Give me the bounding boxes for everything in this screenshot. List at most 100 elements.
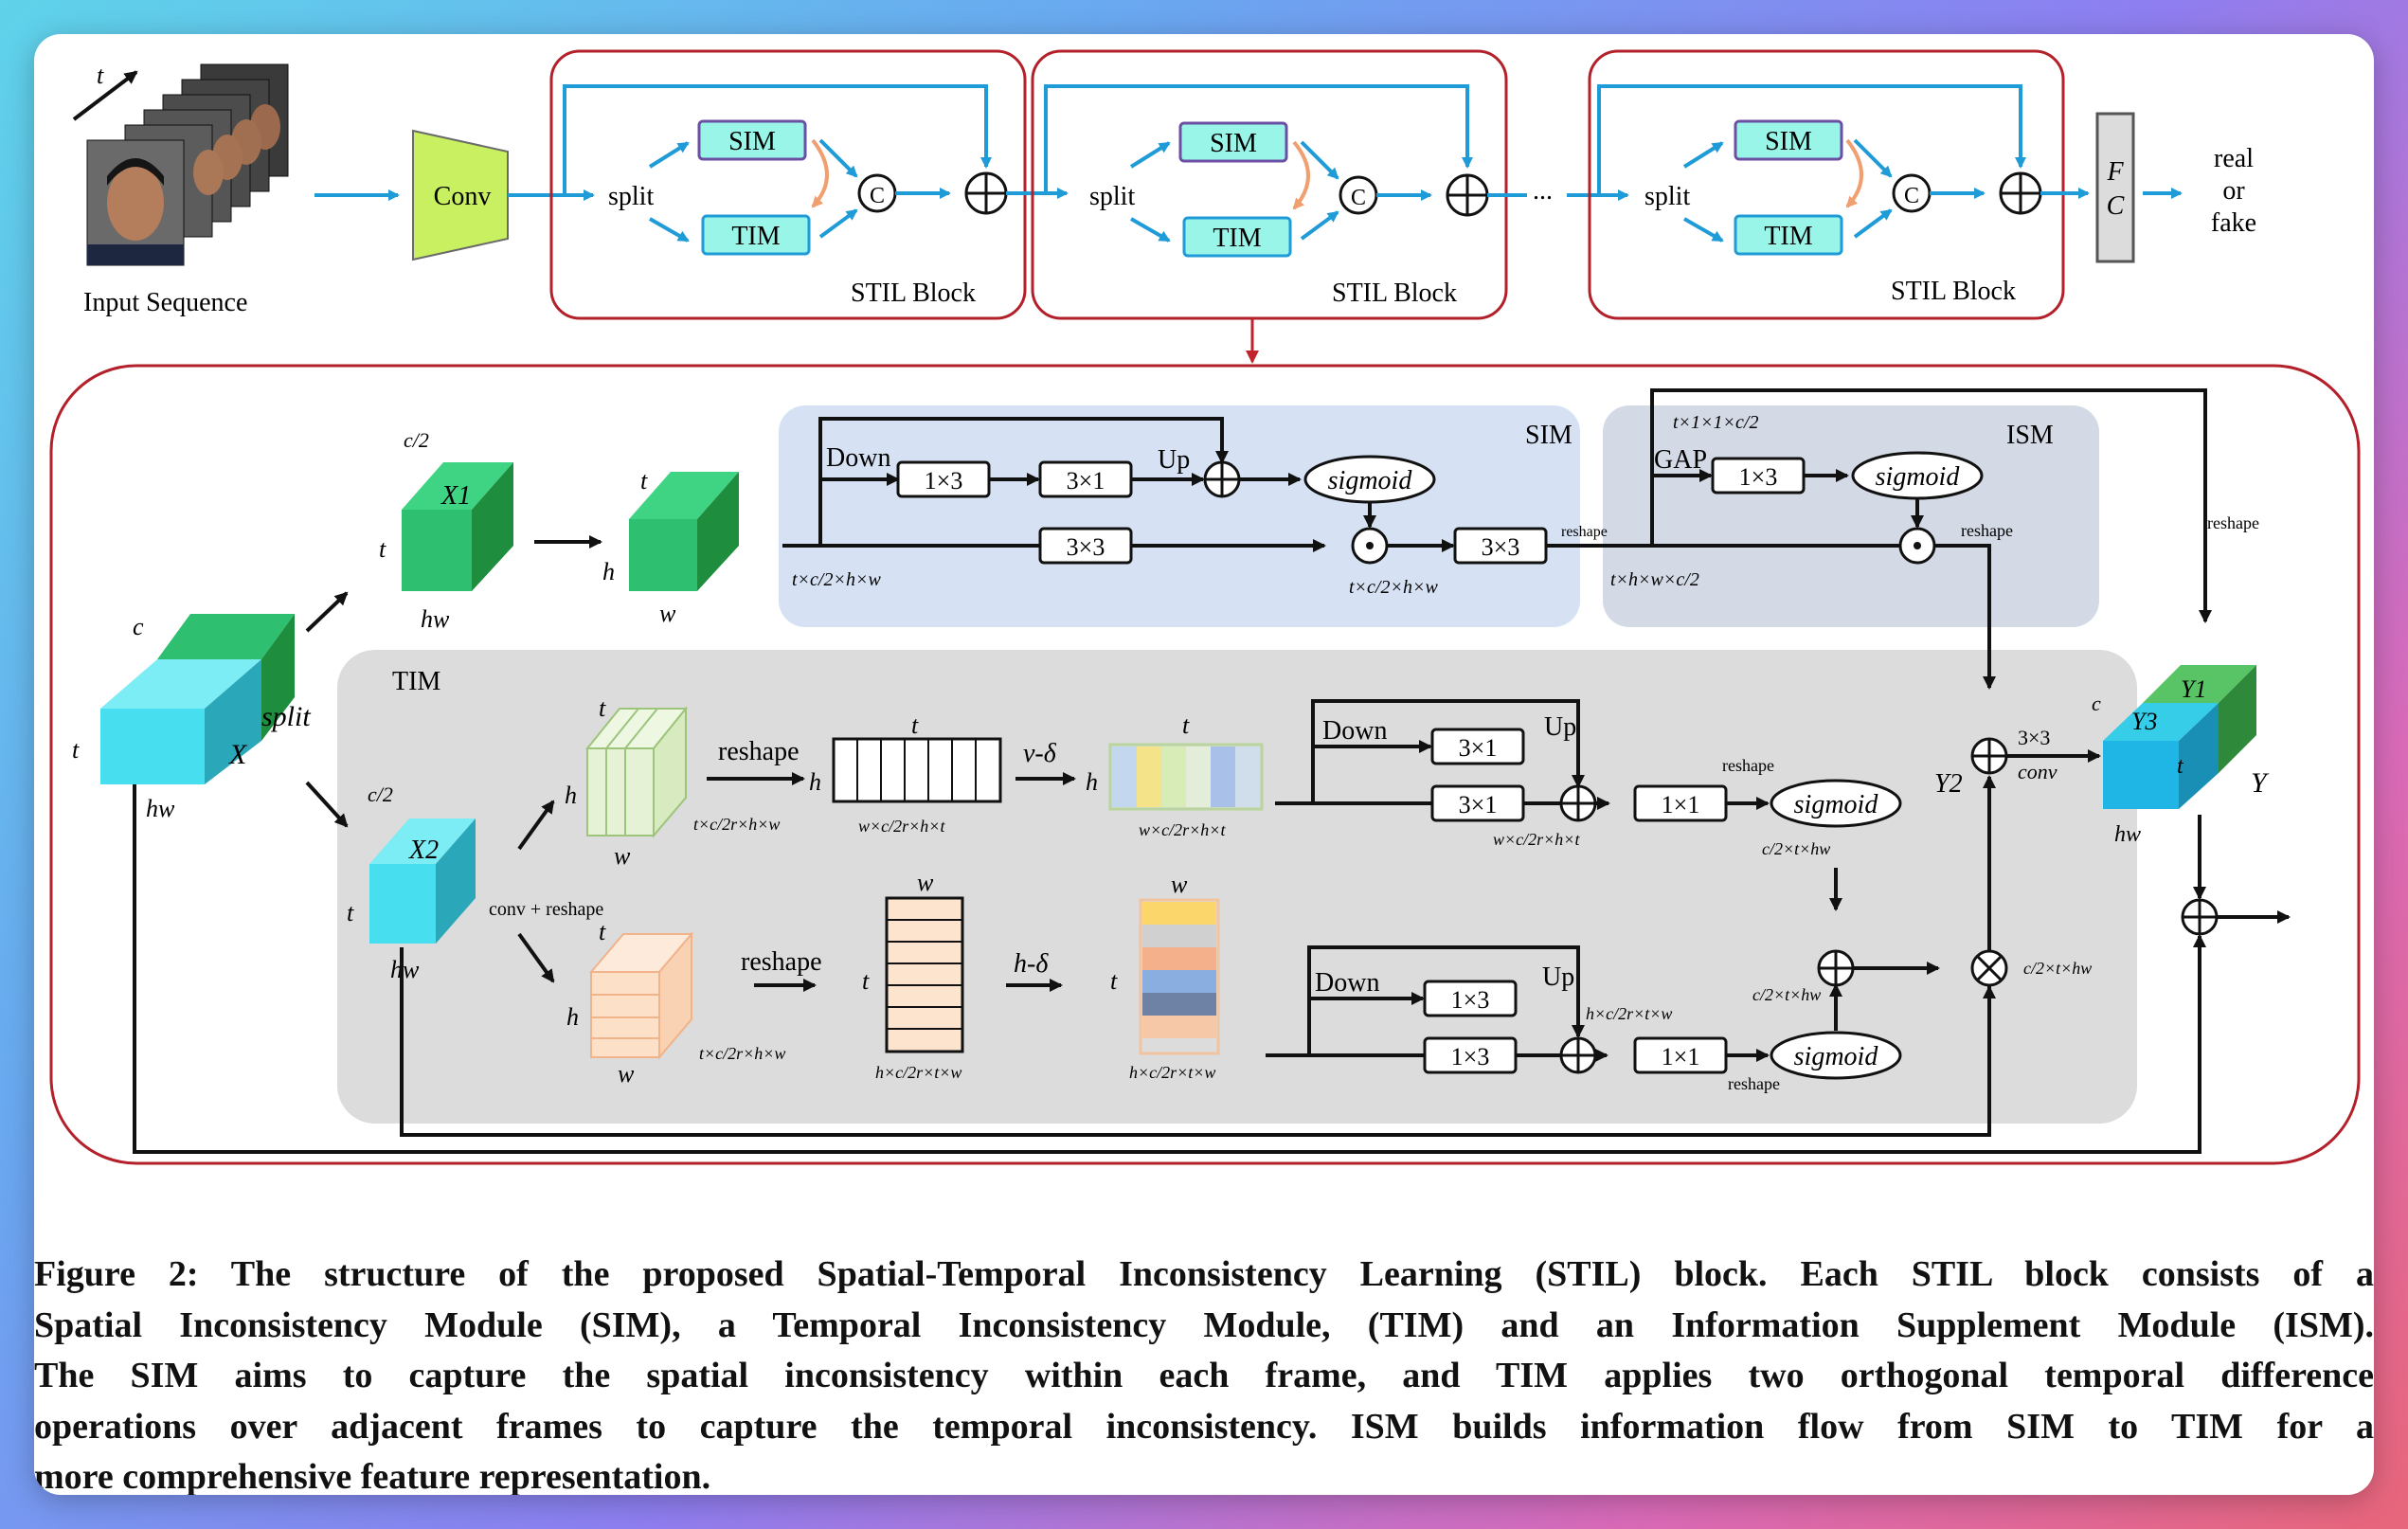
svg-text:t: t [1110,967,1118,995]
tim-panel [337,650,2137,1124]
svg-text:w: w [618,1060,635,1088]
svg-text:hw: hw [146,795,175,822]
stil-block-detail: SIM ISM TIM c t hw X split X1 c/2 t hw [49,364,2361,1165]
svg-text:w: w [659,600,676,627]
svg-text:3×3: 3×3 [1067,533,1105,561]
sim-internals: Down 1×3 3×1 Up sigmoid 3×3 3×3 t×c/2×h×… [782,417,1608,598]
conv-block [412,129,509,261]
stil-block-1: split SIM TIM C STIL Block [549,49,1027,320]
svg-text:h: h [566,1003,579,1031]
figure-card: t Input Sequence Conv split [34,34,2374,1495]
svg-text:t: t [911,711,919,739]
svg-text:TIM: TIM [1213,224,1261,253]
svg-text:t: t [599,918,606,945]
svg-text:sigmoid: sigmoid [1328,466,1413,495]
svg-text:c: c [2092,692,2101,715]
svg-text:C: C [1351,186,1366,210]
tim-horizontal-branch: t h w t×c/2r×h×w reshape t w h×c/2r×t×w … [566,869,1902,1093]
svg-text:1×3: 1×3 [925,467,963,495]
svg-text:reshape: reshape [2207,513,2259,532]
svg-text:1×3: 1×3 [1451,986,1490,1014]
svg-text:hw: hw [421,605,450,633]
svg-text:TIM: TIM [392,667,440,696]
svg-text:t: t [72,736,80,764]
svg-text:SIM: SIM [1210,129,1257,158]
svg-text:h×c/2r×t×w: h×c/2r×t×w [875,1063,961,1082]
svg-text:Up: Up [1158,445,1190,475]
svg-text:C: C [2107,191,2125,221]
caption-line-3: The SIM aims to capture the spatial inco… [34,1356,2374,1395]
svg-text:v-δ: v-δ [1023,739,1057,768]
svg-text:STIL Block: STIL Block [1332,279,1457,308]
svg-text:STIL Block: STIL Block [1891,277,2016,306]
conv-label: Conv [434,182,492,211]
output-fake: fake [2211,208,2256,238]
svg-text:Down: Down [1322,716,1387,746]
svg-text:reshape: reshape [1728,1074,1780,1093]
svg-text:SIM: SIM [1525,421,1572,450]
ellipsis: ... [1533,176,1553,206]
y2-label: Y2 [1934,769,1963,799]
input-sequence-label: Input Sequence [83,288,247,317]
svg-text:3×3: 3×3 [1482,533,1520,561]
svg-text:X1: X1 [440,481,471,511]
ism-internals: GAP t×1×1×c/2 1×3 sigmoid t×h×w×c/2 resh… [1601,388,2259,690]
svg-text:c/2×t×hw: c/2×t×hw [1762,839,1830,858]
caption-line-5: more comprehensive feature representatio… [34,1457,711,1495]
svg-text:split: split [608,182,654,211]
figure-caption: Figure 2: The structure of the proposed … [34,1250,2374,1495]
svg-text:Y1: Y1 [2181,675,2206,703]
svg-text:t: t [379,535,386,563]
sim-panel [779,405,1580,627]
stil-block-2: split SIM TIM C STIL Block [1031,49,1508,320]
tim-vertical-branch: t h w t×c/2r×h×w reshape h t w×c/2r×h×t … [565,694,1902,911]
svg-text:F: F [2106,157,2124,187]
fc-layer [2095,112,2135,263]
svg-text:3×1: 3×1 [1459,734,1498,762]
svg-text:sigmoid: sigmoid [1794,790,1879,819]
svg-text:t×h×w×c/2: t×h×w×c/2 [1610,569,1699,590]
svg-text:t: t [1182,711,1190,739]
svg-text:h×c/2r×t×w: h×c/2r×t×w [1129,1063,1215,1082]
svg-text:split: split [261,701,311,732]
svg-text:Up: Up [1542,962,1574,992]
svg-text:TIM: TIM [1764,222,1812,251]
svg-text:3×1: 3×1 [1067,467,1105,495]
svg-text:SIM: SIM [1765,127,1812,156]
svg-text:w: w [917,869,934,896]
svg-text:c: c [133,613,144,640]
svg-text:conv + reshape: conv + reshape [489,899,603,920]
output-or: or [2222,176,2245,206]
x-label: X [228,739,248,770]
svg-text:Up: Up [1544,712,1576,742]
svg-text:sigmoid: sigmoid [1794,1042,1879,1071]
input-frames [86,63,289,266]
svg-text:split: split [1644,182,1690,211]
x1-reshaped-cube: t h w [602,467,739,627]
svg-text:t×c/2×h×w: t×c/2×h×w [1349,577,1438,598]
svg-text:c/2×t×hw: c/2×t×hw [1752,985,1821,1004]
time-arrow [72,70,138,121]
svg-text:t: t [599,694,606,722]
svg-text:c/2: c/2 [368,782,393,806]
svg-text:w: w [1171,871,1188,898]
svg-text:t: t [347,899,354,926]
svg-text:3×3: 3×3 [2018,726,2050,749]
svg-text:h: h [809,768,821,796]
output-real: real [2214,144,2254,173]
tim-box [701,214,811,256]
svg-text:h×c/2r×t×w: h×c/2r×t×w [1586,1004,1672,1023]
svg-text:reshape: reshape [1561,524,1608,540]
svg-text:reshape: reshape [718,737,800,766]
svg-text:conv: conv [2018,760,2058,783]
y-label: Y [2251,767,2270,799]
svg-text:Down: Down [1315,968,1379,998]
svg-text:t: t [862,967,870,995]
svg-text:t×c/2r×h×w: t×c/2r×h×w [699,1044,785,1063]
svg-text:w×c/2r×h×t: w×c/2r×h×t [1139,820,1226,839]
svg-text:Down: Down [826,443,890,473]
svg-text:1×1: 1×1 [1662,1043,1700,1070]
svg-text:hw: hw [2114,822,2141,847]
svg-text:ISM: ISM [2006,421,2054,450]
svg-text:w×c/2r×h×t: w×c/2r×h×t [858,817,945,836]
